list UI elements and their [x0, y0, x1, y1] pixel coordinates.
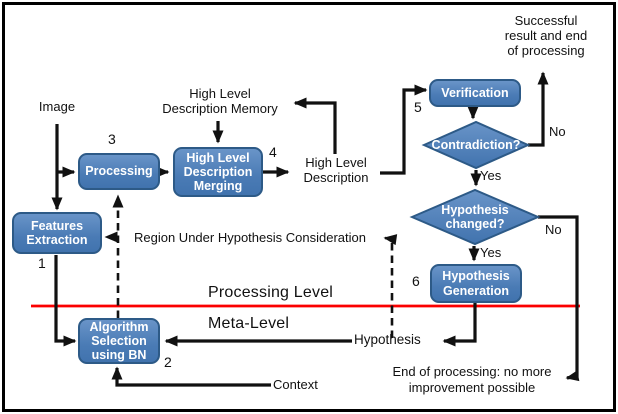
edge-dashed-hypothesis-to-region [383, 234, 398, 338]
end-of-processing-label: End of processing: no more improvement p… [392, 364, 552, 395]
edge-description-to-verification [380, 84, 428, 175]
high-level-description-label: High Level Description [303, 155, 369, 185]
verification-node: Verification [429, 79, 521, 107]
edge-hypgen-to-hypothesis [442, 303, 477, 347]
features-extraction-node: Features Extraction [12, 212, 102, 254]
region-under-hypothesis-label: Region Under Hypothesis Consideration [134, 230, 366, 245]
context-label: Context [273, 377, 318, 392]
step-number-3: 3 [108, 131, 116, 147]
step-number-4: 4 [269, 144, 277, 160]
step-number-6: 6 [412, 273, 420, 289]
hypothesis-changed-yes-label: Yes [480, 245, 502, 260]
meta-level-label: Meta-Level [208, 315, 290, 332]
step-number-2: 2 [164, 354, 172, 370]
edge-features-to-algsel [54, 255, 77, 347]
edge-hypchanged-no-to-end [538, 215, 580, 382]
processing-node: Processing [78, 153, 160, 190]
edge-description-to-memory [293, 97, 337, 154]
contradiction-no-label: No [549, 124, 566, 139]
algorithm-selection-node: Algorithm Selection using BN [78, 318, 160, 364]
hypothesis-label: Hypothesis [354, 332, 421, 347]
hypothesis-generation-node: Hypothesis Generation [430, 264, 522, 303]
contradiction-diamond [421, 120, 531, 170]
success-label: Successful result and end of processing [504, 13, 588, 58]
processing-level-label: Processing Level [208, 284, 334, 301]
memory-label: High Level Description Memory [162, 86, 278, 116]
edge-context-to-algsel [111, 366, 271, 387]
edge-contradiction-no-to-success [528, 71, 549, 147]
image-label: Image [38, 99, 76, 114]
hypothesis-changed-no-label: No [545, 222, 562, 237]
contradiction-label: Contradiction? [431, 138, 521, 152]
high-level-description-merging-node: High Level Description Merging [173, 147, 263, 197]
hypothesis-changed-label: Hypothesis changed? [441, 203, 509, 231]
step-number-1: 1 [38, 255, 46, 271]
hypothesis-changed-diamond [409, 188, 541, 246]
step-number-5: 5 [414, 99, 422, 115]
contradiction-yes-label: Yes [480, 168, 502, 183]
